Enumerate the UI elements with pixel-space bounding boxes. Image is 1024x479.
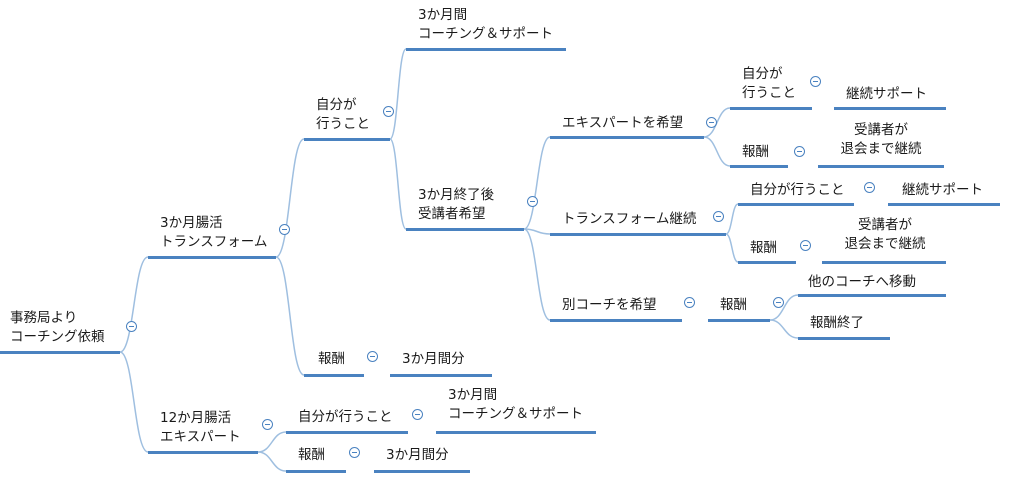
collapse-icon[interactable] (412, 409, 423, 420)
collapse-icon[interactable] (527, 196, 538, 207)
expert-wish-node[interactable]: エキスパートを希望 (562, 115, 684, 131)
expert-self-child-node[interactable]: 継続サポート (846, 86, 927, 102)
collapse-icon[interactable] (349, 447, 360, 458)
continue-self-underline (738, 203, 854, 206)
expert-reward-underline (730, 165, 788, 168)
collapse-icon[interactable] (773, 297, 784, 308)
expert-node[interactable]: 12か月腸活 エキスパート (160, 410, 241, 445)
other-end-node[interactable]: 報酬終了 (810, 315, 864, 331)
collapse-icon[interactable] (367, 351, 378, 362)
expert-reward-child-node[interactable]: 3か月間分 (386, 447, 449, 463)
expert-self-node[interactable]: 自分が行うこと (298, 409, 393, 425)
expert-reward-node[interactable]: 報酬 (742, 144, 769, 160)
continue-reward-node[interactable]: 報酬 (750, 240, 777, 256)
expert-self-node[interactable]: 自分が 行うこと (742, 66, 796, 101)
collapse-icon[interactable] (126, 321, 137, 332)
root-node[interactable]: 事務局より コーチング依頼 (10, 310, 105, 345)
other-reward-underline (708, 319, 770, 322)
continue-self-node[interactable]: 自分が行うこと (750, 182, 845, 198)
transform-reward-underline (304, 374, 364, 377)
collapse-icon[interactable] (810, 76, 821, 87)
root-underline (0, 351, 120, 354)
transform-underline (148, 256, 276, 259)
collapse-icon[interactable] (864, 182, 875, 193)
collapse-icon[interactable] (262, 419, 273, 430)
continue-reward-underline (738, 261, 796, 264)
transform-node[interactable]: 3か月腸活 トランスフォーム (160, 215, 268, 250)
expert-reward-child-underline (374, 470, 470, 473)
expert-underline (148, 451, 258, 454)
collapse-icon[interactable] (800, 240, 811, 251)
transform-self-child-node[interactable]: 3か月間 コーチング＆サポート (418, 7, 553, 42)
expert-self-underline (730, 107, 812, 110)
collapse-icon[interactable] (684, 297, 695, 308)
other-move-node[interactable]: 他のコーチへ移動 (808, 274, 916, 290)
other-move-underline (798, 294, 946, 297)
expert-reward-child-node[interactable]: 受講者が 退会まで継続 (840, 122, 922, 157)
transform-end-node[interactable]: 3か月終了後 受講者希望 (418, 187, 495, 222)
expert-self-child-underline (834, 107, 946, 110)
collapse-icon[interactable] (383, 106, 394, 117)
other-reward-node[interactable]: 報酬 (720, 297, 747, 313)
other-end-underline (798, 337, 890, 340)
expert-self-child-node[interactable]: 3か月間 コーチング＆サポート (448, 387, 583, 422)
collapse-icon[interactable] (706, 117, 717, 128)
continue-underline (550, 233, 726, 236)
expert-reward-child-underline (818, 165, 944, 168)
transform-end-underline (406, 228, 524, 231)
expert-self-underline (286, 431, 408, 434)
expert-reward-underline (286, 470, 346, 473)
collapse-icon[interactable] (794, 146, 805, 157)
continue-node[interactable]: トランスフォーム継続 (562, 211, 697, 227)
transform-self-node[interactable]: 自分が 行うこと (316, 97, 370, 132)
transform-reward-child-node[interactable]: 3か月間分 (402, 351, 465, 367)
collapse-icon[interactable] (713, 211, 724, 222)
other-wish-underline (550, 319, 682, 322)
expert-wish-underline (550, 136, 704, 139)
expert-self-child-underline (436, 431, 596, 434)
other-wish-node[interactable]: 別コーチを希望 (562, 297, 657, 313)
transform-self-underline (304, 138, 390, 141)
collapse-icon[interactable] (279, 224, 290, 235)
continue-self-child-node[interactable]: 継続サポート (902, 182, 983, 198)
expert-reward-node[interactable]: 報酬 (298, 447, 325, 463)
continue-reward-child-node[interactable]: 受講者が 退会まで継続 (844, 217, 926, 252)
transform-self-child-underline (406, 48, 566, 51)
continue-reward-child-underline (822, 261, 946, 264)
transform-reward-node[interactable]: 報酬 (318, 351, 345, 367)
continue-self-child-underline (888, 203, 1000, 206)
transform-reward-child-underline (390, 374, 492, 377)
